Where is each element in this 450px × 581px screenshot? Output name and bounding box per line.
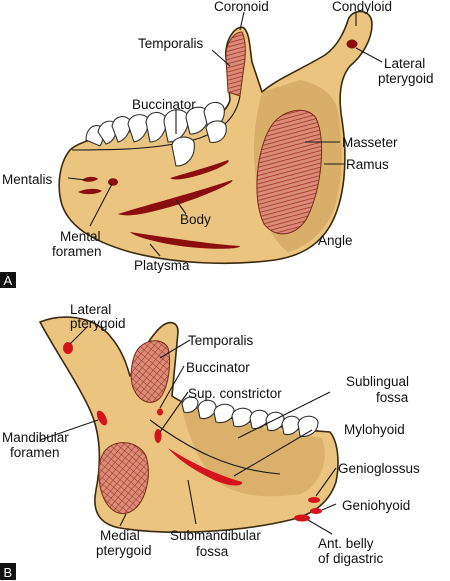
label-medial-pterygoid-1: Medial [100,528,140,543]
panel-a: Coronoid Condyloid Temporalis Lateral pt… [0,0,434,288]
label-sup-constrictor: Sup. constrictor [188,386,282,401]
panel-tag-b: B [4,565,13,580]
label-geniohyoid: Geniohyoid [342,498,410,513]
buccinator-mark-b [157,408,163,416]
label-mandibular-foramen-2: foramen [10,445,60,460]
tooth [205,120,227,143]
leader-lateral-pterygoid-a [355,47,383,63]
leader-buccinator-b [159,365,185,409]
label-mental-foramen-1: Mental [60,229,101,244]
alveolar-line [71,95,241,151]
leader-lateral-pterygoid-b [69,325,89,345]
label-masseter: Masseter [342,135,398,150]
label-lateral-pterygoid-a-1: Lateral [384,56,425,71]
tooth [213,403,235,424]
leader-mentalis [67,177,87,181]
tooth [171,136,195,167]
leader-submandibular [187,479,197,525]
teeth-row [85,101,227,167]
label-coronoid: Coronoid [214,0,269,14]
label-ant-belly-2: of digastric [318,551,384,566]
label-medial-pterygoid-2: pterygoid [96,543,152,558]
lateral-pterygoid-mark-b [63,342,73,354]
mylohyoid-groove [149,419,281,475]
geniohyoid-mark [310,508,322,514]
mylohyoid-mark [168,448,243,486]
label-mandibular-foramen-1: Mandibular [2,430,69,445]
label-angle: Angle [318,233,353,248]
label-submandibular-2: fossa [196,544,229,559]
label-body: Body [180,212,211,227]
label-lateral-pterygoid-b-1: Lateral [70,302,111,317]
mentalis-mark [78,188,102,195]
label-sublingual-2: fossa [376,390,409,405]
medial-shading [180,400,325,497]
label-mental-foramen-2: foramen [52,244,102,259]
label-ant-belly-1: Ant. belly [318,536,374,551]
leader-ant-belly-digastric [307,519,333,535]
label-condyloid: Condyloid [332,0,392,14]
label-genioglossus: Genioglossus [338,461,420,476]
leader-mylohyoid [233,429,313,477]
tooth [197,399,217,420]
leader-coronoid [239,11,245,31]
panel-tag-b-box [0,563,16,580]
leader-temporalis-a [211,49,231,67]
oblique-line-mark [118,180,233,216]
temporalis-attachment-a [225,31,246,97]
leader-sup-constrictor [159,391,189,433]
label-temporalis-a: Temporalis [138,36,204,51]
medial-pterygoid-attachment [98,442,149,514]
label-mentalis: Mentalis [2,172,53,187]
leader-sublingual [237,391,331,439]
leader-mental-foramen [89,183,113,227]
label-ramus: Ramus [346,157,389,172]
mentalis-mark [82,176,98,182]
label-sublingual-1: Sublingual [346,374,409,389]
panel-tag-a: A [4,273,13,288]
leader-body [175,199,187,215]
leader-platysma [149,243,161,257]
label-buccinator-a: Buccinator [132,97,196,112]
platysma-mark [130,232,240,249]
label-platysma: Platysma [134,258,190,273]
mandibular-foramen-mark [96,410,108,426]
label-buccinator-b: Buccinator [186,360,250,375]
leader-geniohyoid [321,503,337,511]
tooth [181,396,199,414]
leader-temporalis-b [159,339,191,359]
label-submandibular-1: Submandibular [170,528,261,543]
buccinator-mark-a [170,160,229,180]
mental-foramen-mark [108,178,118,186]
masseter-attachment [256,109,323,235]
leader-mandibular-foramen [39,419,99,441]
label-lateral-pterygoid-b-2: pterygoid [70,316,126,331]
panel-tag-a-box [0,272,16,288]
tooth [297,415,319,438]
leader-medial-pterygoid [119,513,127,527]
label-temporalis-b: Temporalis [188,333,254,348]
sup-constrictor-mark [154,429,162,443]
temporalis-attachment-b [130,340,171,403]
lateral-pterygoid-mark-a [346,39,358,49]
label-mylohyoid: Mylohyoid [344,422,405,437]
ant-belly-digastric-mark [294,514,310,522]
label-lateral-pterygoid-a-2: pterygoid [378,71,434,86]
leader-genioglossus [315,467,337,497]
panel-b: Lateral pterygoid Temporalis Buccinator … [0,302,420,580]
genioglossus-mark [308,497,320,503]
